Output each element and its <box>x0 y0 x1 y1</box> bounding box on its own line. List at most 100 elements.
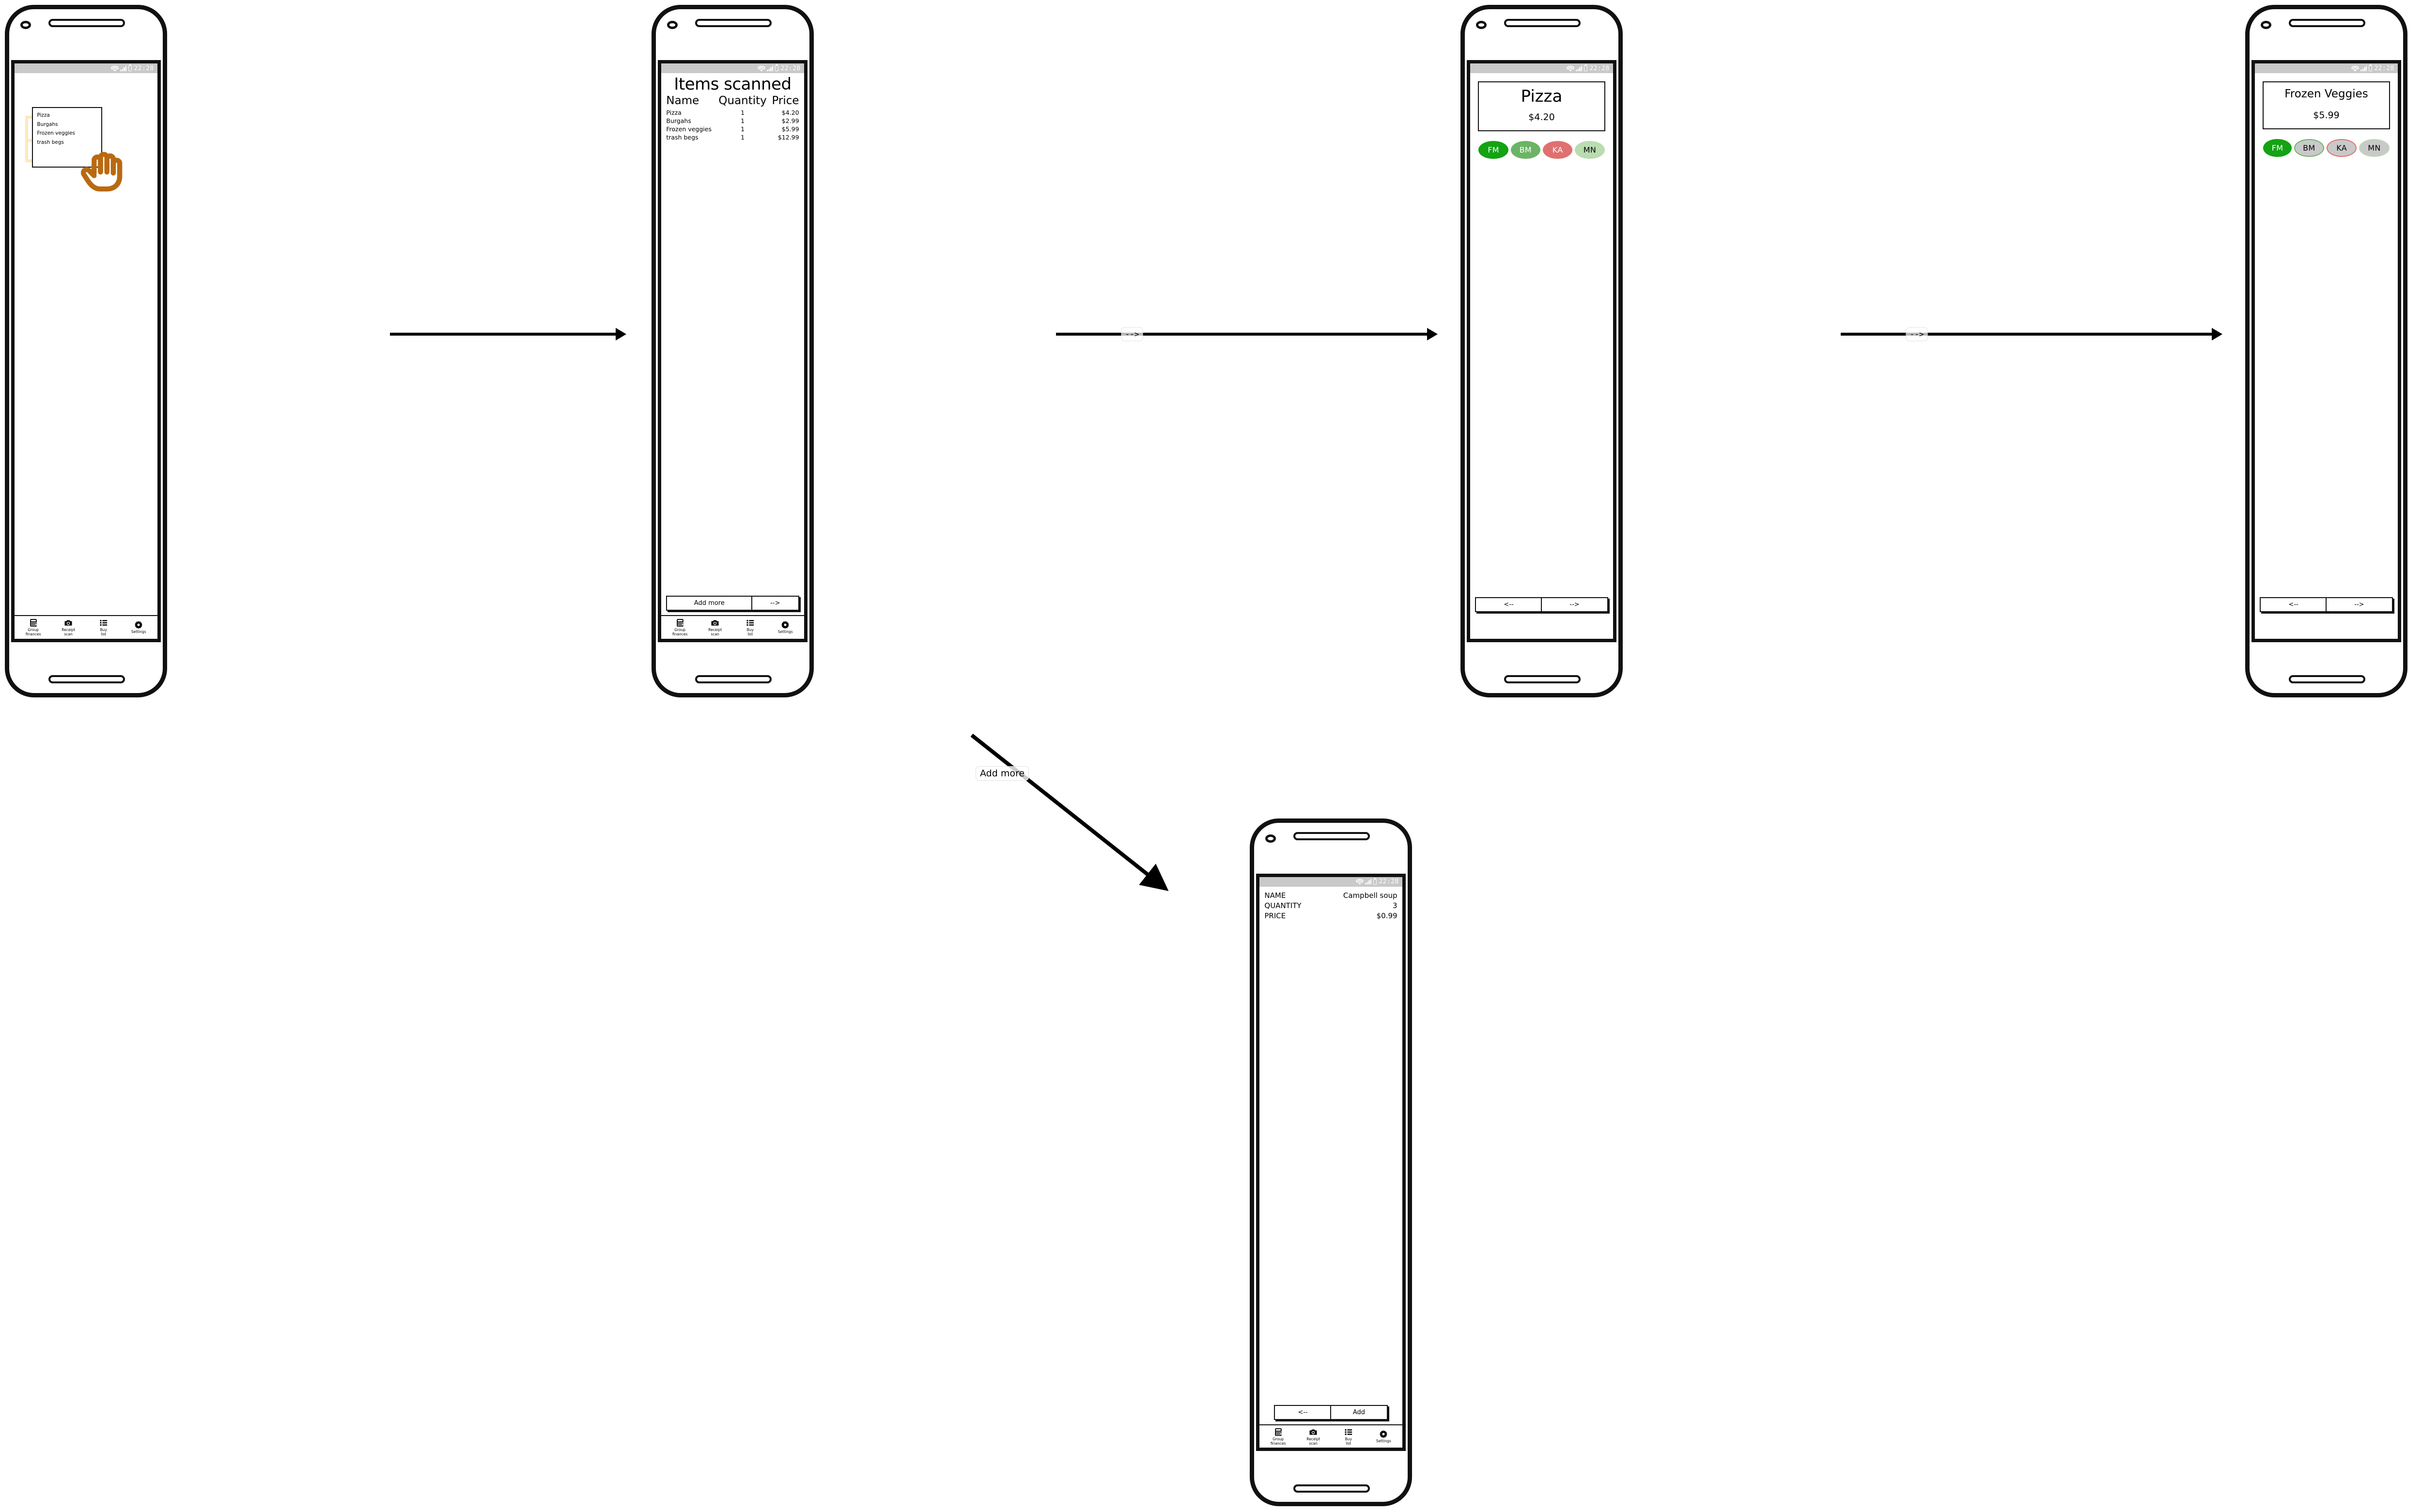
nav-item-receipt-scan[interactable]: Receipt scan <box>51 618 86 637</box>
cell-name: Frozen veggies <box>666 125 712 133</box>
signal-bars-icon <box>767 65 774 71</box>
nav-label: Buy list <box>746 627 754 636</box>
next-button[interactable]: --> <box>2326 597 2393 612</box>
cell-name: trash begs <box>666 133 699 141</box>
person-chip-bm[interactable]: BM <box>1510 141 1540 159</box>
front-camera-icon <box>1475 20 1487 29</box>
battery-icon <box>128 65 132 72</box>
field-row-name[interactable]: NAME Campbell soup <box>1264 891 1397 901</box>
connector-label: --> <box>1906 327 1928 341</box>
field-label: PRICE <box>1264 911 1286 921</box>
person-chip-mn[interactable]: MN <box>1575 141 1605 159</box>
arrow-head-icon <box>1427 328 1438 340</box>
item-name: Frozen Veggies <box>2284 88 2368 101</box>
action-bar: Add more --> <box>666 595 799 611</box>
camera-icon <box>1309 1429 1317 1435</box>
list-icon <box>100 619 107 626</box>
cell-qty: 1 <box>741 108 745 116</box>
nav-item-receipt-scan[interactable]: Receipt scan <box>1296 1428 1331 1446</box>
scan-viewport[interactable]: Pizza Burgahs Frozen veggies trash begs <box>15 73 157 615</box>
earpiece-speaker <box>48 18 125 27</box>
item-price: $4.20 <box>1528 112 1555 123</box>
person-chip-bm[interactable]: BM <box>2294 139 2324 157</box>
arrow-line <box>1841 333 2212 336</box>
table-row[interactable]: Pizza 1 $4.20 <box>666 108 799 117</box>
nav-label: Group finances <box>25 627 41 636</box>
add-item-body: NAME Campbell soup QUANTITY 3 PRICE $0.9… <box>1259 887 1402 1424</box>
status-bar: 22:28 <box>1470 63 1613 74</box>
nav-item-settings[interactable]: Settings <box>1366 1430 1401 1444</box>
add-more-button[interactable]: Add more <box>666 595 753 611</box>
back-button[interactable]: <-- <box>2260 597 2327 612</box>
home-indicator <box>1293 1484 1370 1493</box>
nav-label: Group finances <box>1270 1436 1286 1446</box>
connector-label-add-more: Add more <box>976 766 1029 781</box>
nav-label: Receipt scan <box>708 627 722 636</box>
receipt-paper: Pizza Burgahs Frozen veggies trash begs <box>32 107 103 168</box>
phone-add-item-detail: 22:28 NAME Campbell soup QUANTITY 3 PRIC… <box>1250 818 1412 1506</box>
nav-item-settings[interactable]: Settings <box>768 620 803 634</box>
back-button[interactable]: <-- <box>1475 597 1542 612</box>
receipt-line: Pizza <box>37 112 50 119</box>
page-title: Items scanned <box>674 75 792 94</box>
connector-arrow-3: --> <box>1841 324 2223 344</box>
person-chip-fm[interactable]: FM <box>1478 141 1508 159</box>
nav-item-group-finances[interactable]: Group finances <box>16 618 51 637</box>
cell-qty: 1 <box>741 133 745 141</box>
nav-label: Receipt scan <box>62 627 76 636</box>
wifi-icon <box>111 65 119 71</box>
signal-bars-icon <box>2360 65 2367 71</box>
cell-price: $4.20 <box>781 108 799 116</box>
table-row[interactable]: trash begs 1 $12.99 <box>666 133 799 141</box>
nav-item-buy-list[interactable]: Buy list <box>86 618 121 637</box>
nav-label: Buy list <box>1345 1436 1352 1446</box>
field-row-price[interactable]: PRICE $0.99 <box>1264 911 1397 921</box>
item-price: $5.99 <box>2313 109 2340 121</box>
wifi-icon <box>758 65 765 71</box>
wifi-icon <box>2351 65 2359 71</box>
next-button[interactable]: --> <box>1541 597 1608 612</box>
field-row-quantity[interactable]: QUANTITY 3 <box>1264 901 1397 911</box>
diagonal-arrow-icon <box>970 733 1169 891</box>
item-card: Frozen Veggies $5.99 <box>2263 81 2390 129</box>
camera-icon <box>711 620 719 626</box>
cell-price: $12.99 <box>777 133 799 141</box>
status-bar-time: 22:28 <box>134 64 154 72</box>
action-bar: <-- Add <box>1274 1404 1388 1420</box>
back-button[interactable]: <-- <box>1274 1404 1332 1420</box>
bottom-nav: Group finances Receipt scan Buy lis <box>1259 1424 1402 1448</box>
bottom-nav: Group finances Receipt scan Buy lis <box>15 615 157 639</box>
signal-bars-icon <box>1576 65 1583 71</box>
nav-item-buy-list[interactable]: Buy list <box>1331 1428 1366 1446</box>
connector-label: --> <box>1121 327 1143 341</box>
nav-item-group-finances[interactable]: Group finances <box>1260 1428 1296 1446</box>
field-value: Campbell soup <box>1343 891 1397 900</box>
person-chip-ka[interactable]: KA <box>1542 141 1573 159</box>
add-button[interactable]: Add <box>1330 1404 1388 1420</box>
status-bar-time: 22:28 <box>1589 64 1610 72</box>
nav-item-settings[interactable]: Settings <box>121 620 156 634</box>
home-indicator <box>48 675 125 684</box>
person-chip-mn[interactable]: MN <box>2359 139 2390 157</box>
field-label: NAME <box>1264 891 1286 900</box>
item-name: Pizza <box>1521 87 1563 107</box>
signal-bars-icon <box>1365 879 1372 885</box>
nav-item-group-finances[interactable]: Group finances <box>662 618 698 637</box>
home-indicator <box>2289 675 2365 684</box>
receipt-line: trash begs <box>37 139 64 145</box>
column-header-price: Price <box>772 94 799 108</box>
list-icon <box>746 619 754 626</box>
next-button[interactable]: --> <box>751 595 799 611</box>
earpiece-speaker <box>1293 832 1370 841</box>
table-row[interactable]: Frozen veggies 1 $5.99 <box>666 125 799 133</box>
earpiece-speaker <box>1504 18 1581 27</box>
calculator-icon <box>676 619 683 627</box>
field-label: QUANTITY <box>1264 901 1302 910</box>
nav-item-buy-list[interactable]: Buy list <box>732 618 768 637</box>
person-chip-fm[interactable]: FM <box>2263 139 2292 157</box>
person-chip-ka[interactable]: KA <box>2326 139 2357 157</box>
phone-assign-frozen-veggies: 22:28 Frozen Veggies $5.99 FM BM KA MN <… <box>2245 5 2407 697</box>
cell-qty: 1 <box>741 125 745 133</box>
table-row[interactable]: Burgahs 1 $2.99 <box>666 117 799 125</box>
nav-item-receipt-scan[interactable]: Receipt scan <box>698 618 733 637</box>
